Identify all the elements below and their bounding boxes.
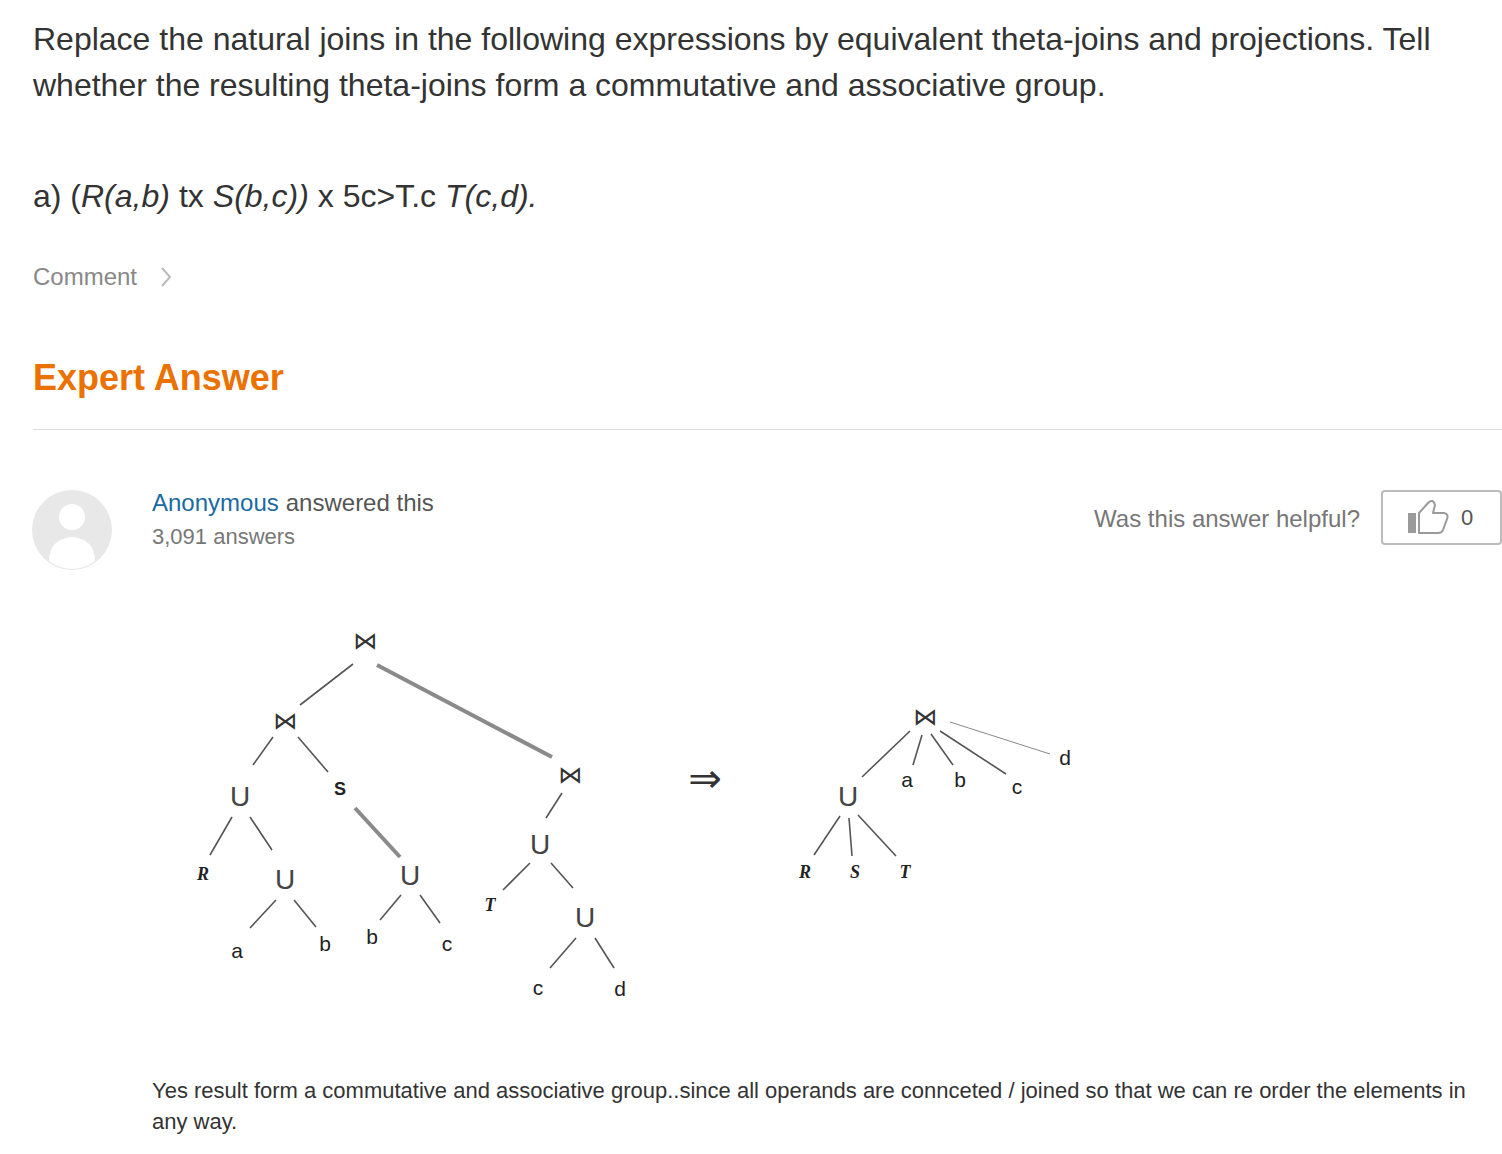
relation-name: R [799,863,811,883]
join-symbol: ⋈ [273,708,297,734]
author-name: Anonymous [152,488,279,518]
expression-part: x 5c>T.c [318,176,436,216]
attribute-name: b [366,925,378,948]
expression-part: T(c,d). [445,176,537,216]
expression-part: S(b,c)) [213,176,309,216]
section-heading: Expert Answer [33,355,284,400]
attribute-name: a [231,939,243,962]
chevron-icon [162,268,170,286]
relation-name: T [485,896,496,916]
union-symbol: U [230,782,250,813]
tree-line [950,722,1050,754]
union-symbol: U [275,865,295,896]
tree-line-bold [355,808,400,857]
helpful-button: 0 [1381,490,1502,545]
attribute-name: d [1059,746,1071,769]
attribute-name: c [1012,775,1023,798]
join-symbol: ⋈ [913,704,937,730]
tree-line-bold [377,665,552,757]
join-symbol: ⋈ [353,628,377,654]
union-symbol: U [400,861,420,892]
relation-name: S [334,780,346,800]
answer-text: Yes result form a commutative and associ… [152,1075,1472,1137]
attribute-name: b [319,932,331,955]
helpful-prompt: Was this answer helpful? [1094,504,1360,534]
attribute-name: c [533,976,544,999]
expression-part: a) ( [33,176,81,216]
union-symbol: U [575,903,595,934]
answer-count: 3,091 answers [152,523,295,551]
attribute-name: d [614,977,626,1000]
question-text: Replace the natural joins in the followi… [33,16,1433,108]
author-note: answered this [286,488,434,518]
implies-arrow: ⇒ [688,756,722,800]
attribute-name: a [901,768,913,791]
comment-link: Comment [33,262,137,292]
avatar-icon [32,490,112,570]
divider-rule [33,429,1502,430]
tree-lines [210,664,1006,968]
join-symbol: ⋈ [558,762,582,788]
vote-count: 0 [1461,505,1473,531]
attribute-name: b [954,768,966,791]
relation-name: R [197,865,209,885]
relation-name: S [850,863,860,883]
union-symbol: U [530,830,550,861]
attribute-name: c [442,932,453,955]
expression-part: tx [179,176,204,216]
relation-name: T [900,863,911,883]
thumbs-up-icon [1408,501,1448,533]
expression-part: R(a,b) [81,176,170,216]
union-symbol: U [838,782,858,813]
